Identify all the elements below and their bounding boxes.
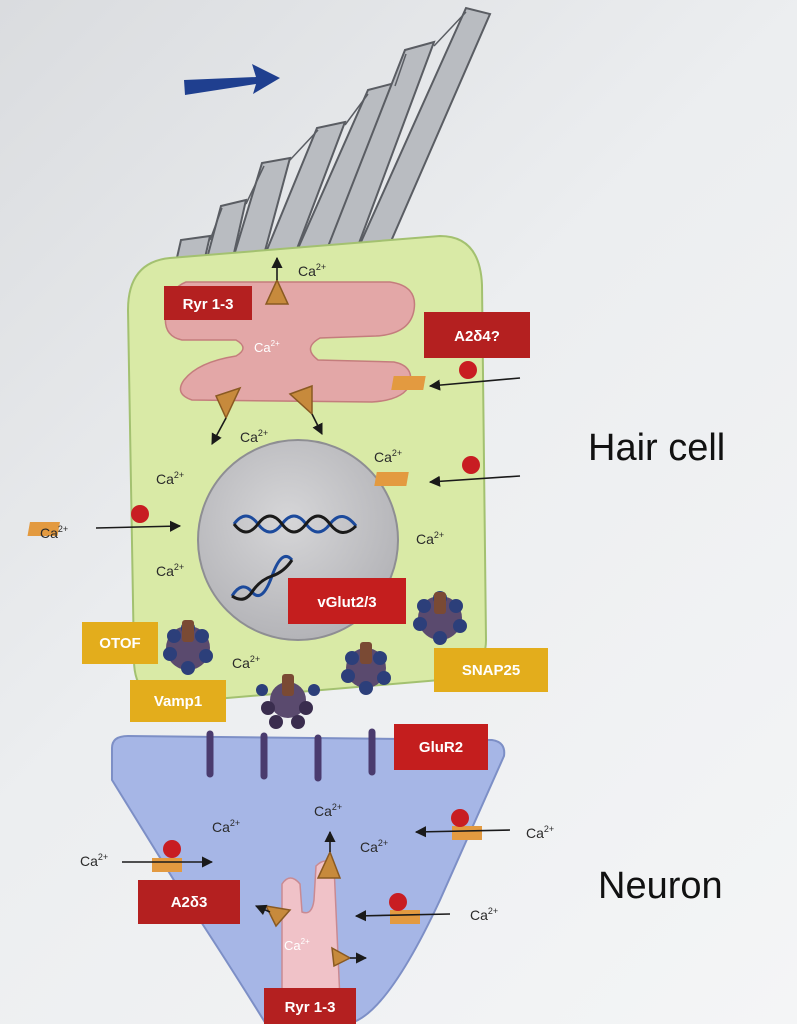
ca-label-6: Ca2+ xyxy=(416,530,444,547)
calcium-labels: Ca2+ Ca2+ Ca2+ Ca2+ Ca2+ Ca2+ Ca2+ Ca2+ … xyxy=(40,262,554,953)
channel-hair-right-2 xyxy=(374,456,480,486)
glutamate-receptor-bars xyxy=(206,728,376,782)
neuron-body xyxy=(111,734,506,1024)
synaptic-vesicle-clusters xyxy=(163,591,467,729)
vesicle-cluster-ribbon xyxy=(256,674,320,729)
label-otof: OTOF xyxy=(82,622,158,664)
ca-label-9: Ca2+ xyxy=(314,802,342,819)
ryr-neuron-channel-icons xyxy=(264,850,352,968)
ca-label-7: Ca2+ xyxy=(156,562,184,579)
svg-text:GluR2: GluR2 xyxy=(419,739,463,756)
label-glur2: GluR2 xyxy=(394,724,488,770)
label-a2d4: A2δ4? xyxy=(424,312,530,358)
label-ryr-top: Ryr 1-3 xyxy=(164,286,252,320)
vesicle-cluster-center xyxy=(341,642,391,695)
ca-label-5: Ca2+ xyxy=(40,524,68,541)
label-vamp1: Vamp1 xyxy=(130,680,226,722)
ca-label-11: Ca2+ xyxy=(360,838,388,855)
ca-label-10: Ca2+ xyxy=(212,818,240,835)
neuron-label: Neuron xyxy=(598,865,723,907)
calcium-flow-arrows xyxy=(95,377,521,964)
stereocilia-bundle xyxy=(174,6,492,263)
vesicle-cluster-left xyxy=(163,620,213,675)
vesicle-cluster-right xyxy=(413,591,467,645)
channel-hair-right-1 xyxy=(391,361,477,390)
label-vglut: vGlut2/3 xyxy=(288,578,406,624)
svg-text:Ryr 1-3: Ryr 1-3 xyxy=(183,296,234,313)
ca-label-2: Ca2+ xyxy=(240,428,268,445)
dna-helix-icon xyxy=(230,514,358,601)
label-a2d3: A2δ3 xyxy=(138,880,240,924)
label-ryr-bottom: Ryr 1-3 xyxy=(264,988,356,1024)
ca-label-13: Ca2+ xyxy=(80,852,108,869)
stimulus-direction-arrow xyxy=(184,64,280,95)
svg-text:vGlut2/3: vGlut2/3 xyxy=(317,594,376,611)
channel-hair-left xyxy=(27,505,149,536)
ca-label-er: Ca2+ xyxy=(254,339,280,355)
svg-text:A2δ4?: A2δ4? xyxy=(454,328,500,345)
channel-neuron-right-1 xyxy=(451,809,482,840)
ryr-release-arrows xyxy=(211,256,323,445)
ca-label-1: Ca2+ xyxy=(298,262,326,279)
ca-label-12: Ca2+ xyxy=(526,824,554,841)
calcium-channel-icons xyxy=(27,361,482,924)
svg-text:Ryr 1-3: Ryr 1-3 xyxy=(285,999,336,1016)
ca-label-14: Ca2+ xyxy=(470,906,498,923)
hair-cell-label: Hair cell xyxy=(588,427,725,469)
protein-labels: Ryr 1-3 A2δ4? vGlut2/3 OTOF SNAP25 Vamp1… xyxy=(82,286,548,1024)
svg-text:A2δ3: A2δ3 xyxy=(171,894,208,911)
svg-text:Vamp1: Vamp1 xyxy=(154,693,202,710)
svg-text:SNAP25: SNAP25 xyxy=(462,662,520,679)
ca-label-neuron-er: Ca2+ xyxy=(284,937,310,953)
ryr-channel-icons xyxy=(214,278,313,420)
label-snap25: SNAP25 xyxy=(434,648,548,692)
ca-label-3: Ca2+ xyxy=(374,448,402,465)
svg-text:OTOF: OTOF xyxy=(99,635,140,652)
channel-neuron-right-2 xyxy=(389,893,420,924)
ca-label-8: Ca2+ xyxy=(232,654,260,671)
ca-label-4: Ca2+ xyxy=(156,470,184,487)
